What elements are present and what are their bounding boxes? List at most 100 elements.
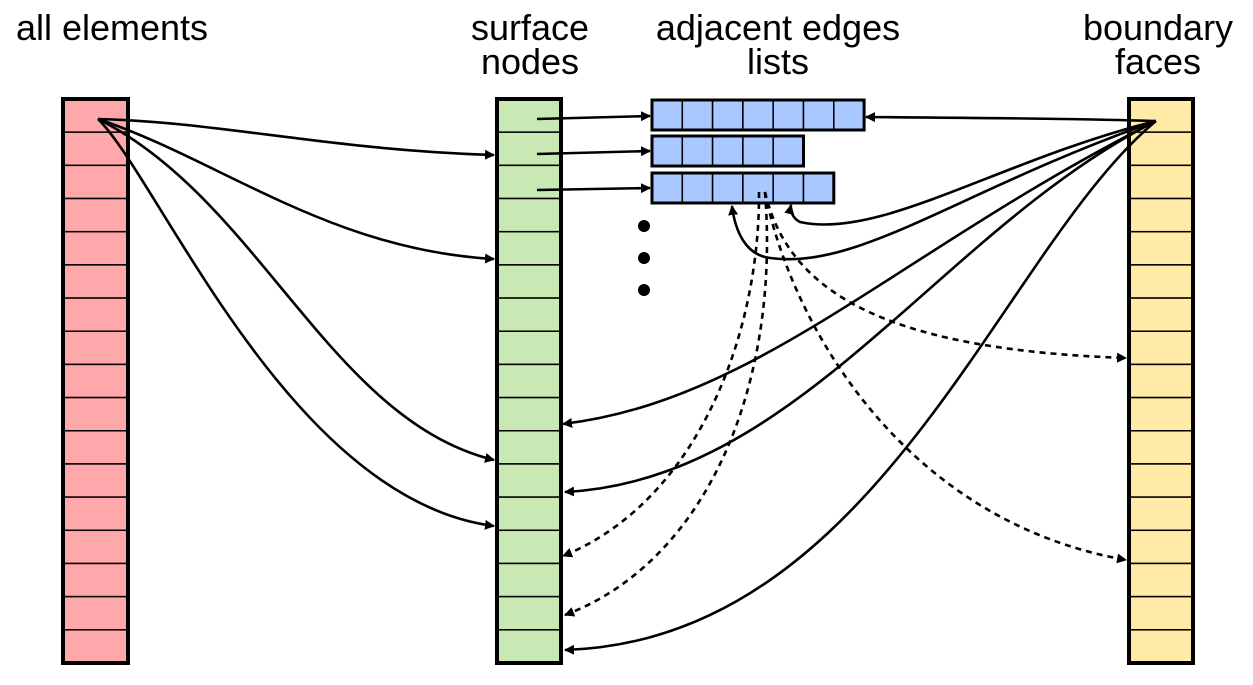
boundary-faces-cell xyxy=(1128,164,1194,200)
dashed-arrow-to-node-2 xyxy=(564,191,769,617)
surface-nodes-cell xyxy=(496,430,562,465)
adjacent-edges-label-line1: adjacent edges xyxy=(656,7,900,48)
boundary-faces-frame xyxy=(1127,97,1195,665)
surface-nodes-label-line1: surface xyxy=(471,7,589,48)
edge-list-cell xyxy=(681,99,714,131)
edge-list-cell xyxy=(833,99,865,131)
all-elements-cell xyxy=(62,197,129,233)
node-to-edgelist-arrows xyxy=(536,111,651,194)
edge-list-cell xyxy=(742,172,774,204)
all-elements-cell xyxy=(62,595,129,631)
face-arrows xyxy=(562,112,1157,655)
arrow-face-node-1 xyxy=(562,119,1157,428)
boundary-faces-cell xyxy=(1128,629,1194,664)
ellipsis-dots xyxy=(638,220,650,296)
edge-list-cell xyxy=(651,172,684,204)
boundary-faces-array xyxy=(1127,97,1195,665)
boundary-faces-label-line1: boundary xyxy=(1083,7,1233,48)
dashed-arrow-to-face-2 xyxy=(763,191,1127,564)
edge-list-cell xyxy=(802,99,835,131)
dashed-arrow-to-face-1 xyxy=(763,191,1127,363)
dashed-arrow-to-node-1 xyxy=(562,191,761,558)
all-elements-cell xyxy=(62,164,129,200)
adjacent-edges-lists xyxy=(650,98,866,205)
all-elements-cell xyxy=(62,330,129,366)
boundary-faces-cell xyxy=(1128,264,1194,299)
edge-list-cell xyxy=(772,135,805,167)
all-elements-cell xyxy=(62,363,129,399)
arrow-face-edgelist-1 xyxy=(865,112,1157,123)
arrow-node-edgelist-1 xyxy=(536,111,651,122)
edge-list-cell xyxy=(742,99,774,131)
boundary-faces-cell xyxy=(1128,430,1194,465)
all-elements-cell xyxy=(62,230,129,266)
surface-nodes-label-line2: nodes xyxy=(481,41,579,82)
arrow-element-node-4 xyxy=(97,118,495,530)
arrow-element-node-3 xyxy=(97,117,495,463)
boundary-faces-cell xyxy=(1128,496,1194,532)
arrow-face-node-3 xyxy=(564,119,1157,655)
boundary-faces-cell xyxy=(1128,363,1194,399)
surface-nodes-cell xyxy=(496,264,562,299)
all-elements-cell xyxy=(62,529,129,565)
edge-list-cell xyxy=(772,99,805,131)
arrow-element-node-1 xyxy=(97,117,495,160)
surface-nodes-cell xyxy=(496,197,562,233)
boundary-faces-cell xyxy=(1128,197,1194,233)
boundary-faces-cell xyxy=(1128,230,1194,266)
edge-list-cell xyxy=(711,135,744,167)
surface-nodes-cell xyxy=(496,297,562,332)
all-elements-array xyxy=(61,97,130,665)
edge-list-cell xyxy=(772,172,805,204)
edge-list-2 xyxy=(650,134,805,168)
ellipsis-dot xyxy=(638,284,650,296)
edge-list-cell xyxy=(742,135,774,167)
edge-list-1 xyxy=(650,98,866,132)
arrow-face-node-2 xyxy=(564,119,1157,497)
surface-nodes-cell xyxy=(496,629,562,664)
boundary-faces-cell xyxy=(1128,562,1194,598)
ellipsis-dot xyxy=(638,252,650,264)
arrow-element-node-2 xyxy=(97,117,495,264)
all-elements-cell xyxy=(62,629,129,664)
edge-list-cell xyxy=(651,135,684,167)
all-elements-cell xyxy=(62,396,129,432)
all-elements-cell xyxy=(62,297,129,332)
edge-list-3 xyxy=(650,171,836,205)
boundary-faces-cell xyxy=(1128,396,1194,432)
boundary-faces-cell xyxy=(1128,297,1194,332)
edge-list-cell xyxy=(711,99,744,131)
surface-nodes-cell xyxy=(496,595,562,631)
boundary-faces-cell xyxy=(1128,330,1194,366)
surface-nodes-cell xyxy=(496,330,562,366)
surface-nodes-cell xyxy=(496,396,562,432)
element-to-node-arrows xyxy=(97,117,495,530)
edge-list-cell xyxy=(651,99,684,131)
surface-nodes-cell xyxy=(496,363,562,399)
surface-nodes-cell xyxy=(496,463,562,498)
surface-nodes-cell xyxy=(496,562,562,598)
arrow-face-edgelist-3a xyxy=(784,119,1157,226)
edgelist-dashed-arrows xyxy=(562,191,1127,617)
surface-nodes-cell xyxy=(496,529,562,565)
boundary-faces-label-line2: faces xyxy=(1115,41,1201,82)
surface-nodes-array xyxy=(495,97,563,665)
adjacent-edges-label-line2: lists xyxy=(747,41,809,82)
boundary-faces-cell xyxy=(1128,463,1194,498)
surface-nodes-cell xyxy=(496,131,562,167)
edge-list-cell xyxy=(802,172,835,204)
arrow-node-edgelist-3 xyxy=(536,183,651,194)
all-elements-cell xyxy=(62,463,129,498)
surface-nodes-cell xyxy=(496,230,562,266)
all-elements-cell xyxy=(62,430,129,465)
surface-nodes-cell xyxy=(496,164,562,200)
boundary-faces-cell xyxy=(1128,529,1194,565)
boundary-faces-cell xyxy=(1128,595,1194,631)
edge-list-cell xyxy=(681,135,714,167)
surface-nodes-cell xyxy=(496,496,562,532)
arrow-node-edgelist-2 xyxy=(536,146,651,157)
all-elements-cell xyxy=(62,562,129,598)
arrow-face-edgelist-3b xyxy=(728,119,1157,261)
ellipsis-dot xyxy=(638,220,650,232)
